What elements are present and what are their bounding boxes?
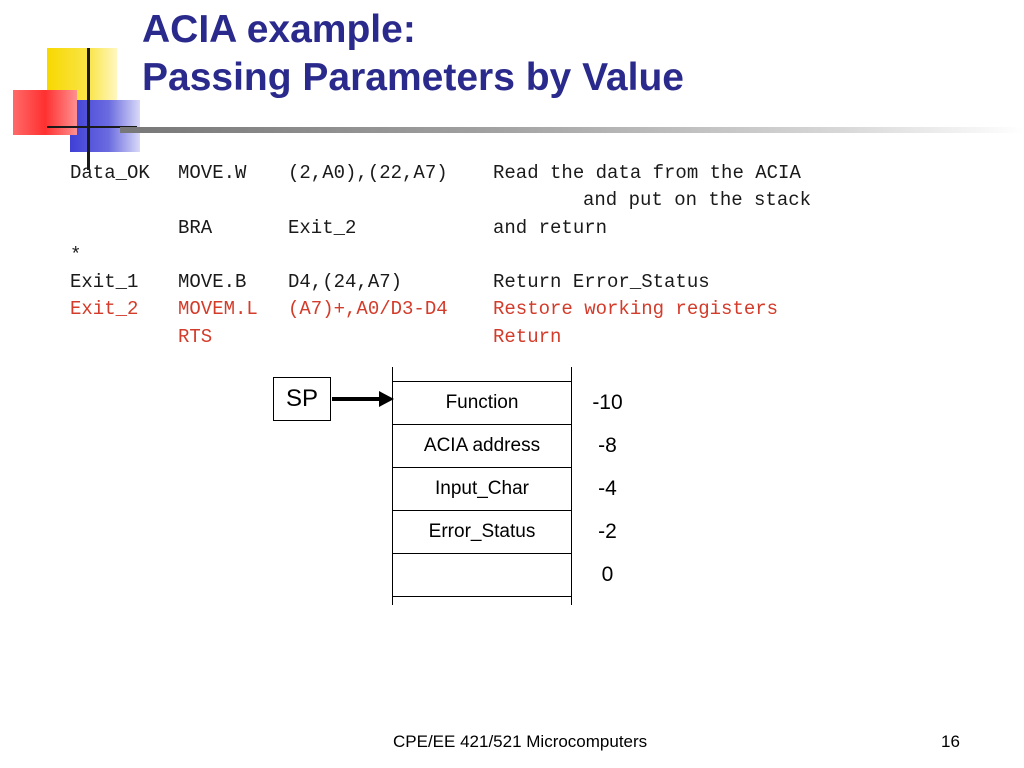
stack-offset: -2 xyxy=(598,519,617,543)
stack-cell xyxy=(392,553,572,596)
code-opcode: RTS xyxy=(178,325,213,348)
slide-logo-icon xyxy=(0,0,150,170)
logo-vertical-line xyxy=(87,48,90,170)
stack-offset: 0 xyxy=(601,562,614,586)
stack-divider xyxy=(392,424,572,425)
slide-title-line2: Passing Parameters by Value xyxy=(142,56,684,99)
stack-cell: Input_Char xyxy=(434,477,529,499)
slide-footer: CPE/EE 421/521 Microcomputers 16 xyxy=(0,732,1024,756)
code-opcode: MOVE.W xyxy=(178,162,247,184)
code-opcode: MOVEM.L xyxy=(178,298,258,321)
code-opcode: BRA xyxy=(178,216,213,239)
stack-right-border xyxy=(571,367,572,605)
code-comment: Return xyxy=(493,325,562,348)
code-comment: Read the data from the ACIA xyxy=(493,162,801,184)
logo-red-square xyxy=(13,90,77,135)
slide-title-line1: ACIA example: xyxy=(142,8,416,51)
code-operands: (2,A0),(22,A7) xyxy=(288,162,448,184)
stack-divider xyxy=(392,381,572,382)
code-comment: and put on the stack xyxy=(583,189,812,212)
code-label: Data_OK xyxy=(70,162,150,184)
arrow-right-icon xyxy=(332,391,394,407)
stack-divider xyxy=(392,510,572,511)
code-operands: D4,(24,A7) xyxy=(288,271,403,294)
stack-cell: ACIA address xyxy=(423,434,541,456)
code-label: Exit_2 xyxy=(70,298,139,321)
code-label: * xyxy=(70,243,82,266)
stack-pointer-box: SP xyxy=(273,377,331,421)
slide-title: ACIA example: Passing Parameters by Valu… xyxy=(142,6,684,102)
stack-divider xyxy=(392,553,572,554)
title-rule xyxy=(120,127,1024,133)
code-operands: (A7)+,A0/D3-D4 xyxy=(288,298,448,321)
code-operands: Exit_2 xyxy=(288,216,357,239)
code-comment: and return xyxy=(493,216,608,239)
code-label: Exit_1 xyxy=(70,271,139,294)
stack-left-border xyxy=(392,367,393,605)
stack-offset: -8 xyxy=(598,433,617,457)
stack-pointer-label: SP xyxy=(285,385,318,412)
stack-divider xyxy=(392,596,572,597)
page-number: 16 xyxy=(941,732,960,751)
stack-divider xyxy=(392,467,572,468)
logo-horizontal-line xyxy=(47,126,137,128)
stack-cell: Error_Status xyxy=(428,520,536,542)
stack-cell: Function xyxy=(445,391,519,413)
code-comment: Return Error_Status xyxy=(493,271,710,294)
footer-course: CPE/EE 421/521 Microcomputers xyxy=(393,732,648,751)
code-comment: Restore working registers xyxy=(493,298,779,321)
code-opcode: MOVE.B xyxy=(178,271,247,294)
stack-offset: -4 xyxy=(598,476,617,500)
stack-offset: -10 xyxy=(592,390,623,414)
